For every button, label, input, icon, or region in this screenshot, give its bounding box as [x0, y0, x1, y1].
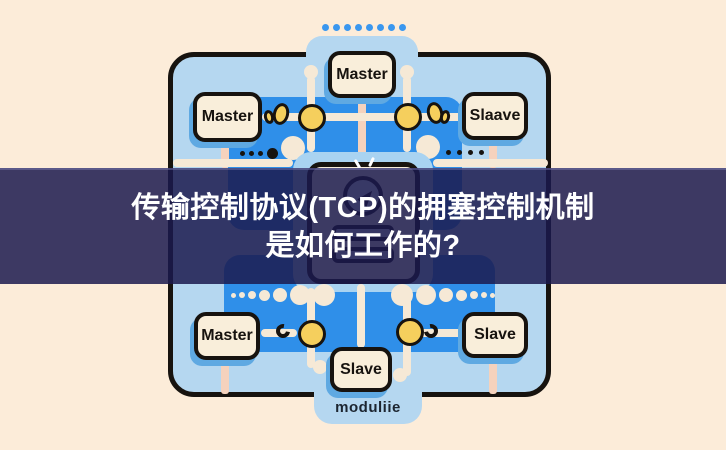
- black-dot: [267, 148, 278, 159]
- cream-dot: [439, 288, 453, 302]
- node-label: Master: [336, 65, 388, 83]
- line-end-node: [304, 65, 318, 79]
- black-dot: [240, 151, 245, 156]
- brand-text: moduliie: [335, 399, 401, 416]
- line-end-node: [393, 368, 407, 382]
- cream-dot: [273, 288, 287, 302]
- blue-dot: [366, 24, 373, 31]
- black-dot: [446, 150, 451, 155]
- node-label: Master: [201, 108, 254, 125]
- node-label: Slave: [340, 360, 382, 378]
- black-dot: [457, 150, 462, 155]
- blue-dot: [333, 24, 340, 31]
- yellow-node-icon: [394, 103, 422, 131]
- blue-dot: [399, 24, 406, 31]
- drop-line-master-bl: [221, 358, 229, 394]
- blue-dot: [344, 24, 351, 31]
- blue-dot: [388, 24, 395, 31]
- node-label: Slave: [474, 326, 516, 343]
- cream-dot: [239, 292, 245, 298]
- black-dot: [468, 150, 473, 155]
- question-line-2: 是如何工作的?: [265, 230, 461, 262]
- yellow-node-icon: [396, 318, 424, 346]
- blue-dot: [322, 24, 329, 31]
- node-box-slave-bottom-center: Slave: [330, 347, 392, 392]
- black-dot: [479, 150, 484, 155]
- feeder-line-left: [173, 159, 293, 167]
- yellow-node-icon: [298, 104, 326, 132]
- cream-dot: [456, 289, 467, 301]
- node-box-slave-right: Slaave: [462, 92, 528, 140]
- cream-dot: [416, 285, 436, 305]
- cream-dot: [481, 292, 487, 298]
- bus-line-horizontal-top: [262, 113, 462, 121]
- blue-dot: [355, 24, 362, 31]
- cream-dot: [231, 292, 236, 298]
- cream-dot: [490, 292, 495, 298]
- black-dot: [249, 151, 254, 156]
- yellow-node-icon: [298, 320, 326, 348]
- node-label: Master: [201, 327, 253, 344]
- drop-line-slave-center: [357, 284, 365, 348]
- line-end-node: [313, 360, 327, 374]
- node-label: Slaave: [469, 107, 521, 124]
- node-box-master-bottom-left: Master: [194, 312, 260, 360]
- blue-dot: [377, 24, 384, 31]
- panel-bottom-notch: [314, 388, 422, 424]
- question-banner: 传输控制协议(TCP)的拥塞控制机制 是如何工作的?: [0, 168, 726, 284]
- cream-dotted-line-right: [391, 284, 495, 306]
- node-box-slave-bottom-right: Slave: [462, 312, 528, 358]
- cream-dot: [391, 284, 413, 306]
- cream-dot: [313, 284, 335, 306]
- question-line-1: 传输控制协议(TCP)的拥塞控制机制: [131, 192, 595, 224]
- node-box-master-left: Master: [193, 92, 262, 142]
- link-line-slave-br: [420, 329, 462, 337]
- link-line-master-bl: [261, 329, 297, 337]
- line-end-node: [400, 65, 414, 79]
- top-dotted-line: [322, 24, 406, 31]
- cream-dot: [470, 291, 478, 299]
- drop-line-master-top: [358, 96, 366, 162]
- drop-line-slave-right: [489, 138, 497, 168]
- drop-line-slave-br: [489, 356, 497, 394]
- black-dotted-line-left: [240, 148, 278, 159]
- black-dotted-line-right: [446, 150, 484, 155]
- black-dot: [258, 151, 263, 156]
- cream-dot: [248, 291, 256, 299]
- cream-dotted-line-left: [231, 284, 335, 306]
- drop-line-master-left: [221, 140, 229, 168]
- cream-dot: [290, 285, 310, 305]
- node-box-master-top: Master: [328, 51, 396, 98]
- cream-dot: [259, 289, 270, 301]
- feeder-line-right: [433, 159, 548, 167]
